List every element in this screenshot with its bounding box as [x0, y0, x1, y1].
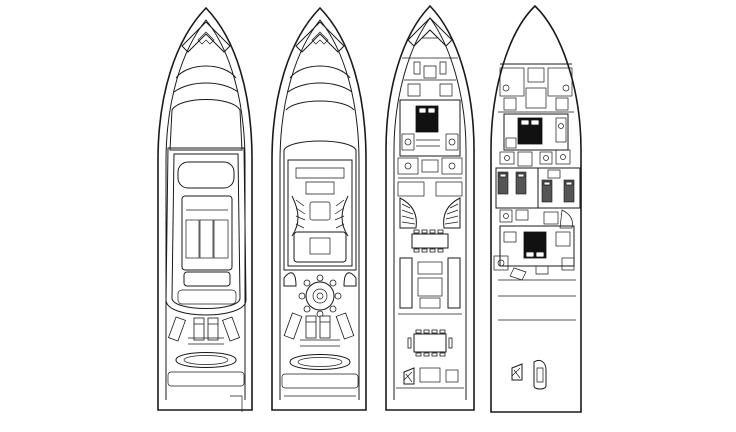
- lower-deck-twin-cabins: [495, 167, 581, 209]
- bridge-deck-hull: [271, 6, 367, 411]
- main-deck-dining: [411, 229, 449, 253]
- sun-deck-plan: [157, 6, 253, 412]
- lower-deck-garage: [511, 359, 547, 390]
- main-deck-plan: [385, 4, 475, 411]
- lower-deck-crew-area: [498, 67, 574, 113]
- bridge-deck-loungers: [283, 312, 355, 347]
- sun-deck-loungers: [168, 316, 240, 345]
- main-deck-aft-dining: [407, 329, 453, 357]
- bridge-deck-plan: [271, 6, 367, 411]
- bridge-deck-inner-hull: [279, 19, 360, 400]
- main-deck-aft: [396, 367, 464, 389]
- main-deck-hull: [385, 4, 475, 411]
- lower-deck-vip-cabin: [503, 113, 569, 151]
- main-deck-owner-cabin: [399, 99, 461, 157]
- sun-deck-inner-hull: [165, 19, 246, 400]
- bridge-deck-tender: [281, 354, 359, 397]
- lower-deck-plan: [490, 4, 582, 413]
- sun-deck-bow-details: [173, 21, 239, 93]
- lower-deck-guest-area: [493, 209, 576, 321]
- sun-deck-seating: [177, 195, 237, 305]
- bridge-deck-wheelhouse: [283, 140, 357, 271]
- main-deck-salon: [398, 257, 462, 315]
- main-deck-mid-fittings: [397, 157, 463, 197]
- sun-deck-tender: [167, 352, 245, 412]
- sun-deck-hardtop: [165, 99, 247, 316]
- bridge-deck-round-table: [283, 272, 357, 318]
- main-deck-stairs: [399, 197, 461, 229]
- bridge-deck-bow-details: [285, 21, 355, 111]
- sun-deck-hull: [157, 6, 253, 411]
- lower-deck-corridor: [499, 149, 571, 167]
- main-deck-bow-details: [402, 17, 458, 97]
- lower-deck-hull: [490, 4, 582, 413]
